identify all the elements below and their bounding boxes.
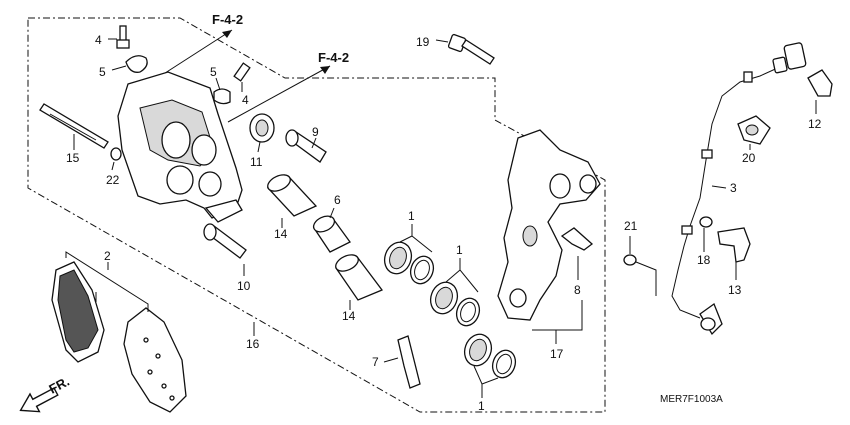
bleeder-cap-right bbox=[213, 77, 231, 105]
callout-19: 19 bbox=[416, 35, 430, 49]
callout-9: 9 bbox=[312, 125, 319, 139]
bolt-18 bbox=[699, 216, 713, 252]
callout-1-a: 1 bbox=[408, 209, 415, 223]
callout-14-upper: 14 bbox=[274, 227, 288, 241]
bleeder-valve-right bbox=[233, 62, 251, 92]
pad-spring-7 bbox=[383, 335, 421, 389]
pad-spring-8 bbox=[560, 227, 594, 280]
piston-14-upper bbox=[266, 174, 318, 228]
callout-10: 10 bbox=[237, 279, 251, 293]
piston-6 bbox=[312, 207, 351, 253]
slide-pin-15 bbox=[39, 103, 109, 150]
figure-code: MER7F1003A bbox=[660, 394, 723, 405]
callout-21: 21 bbox=[624, 219, 638, 233]
piston-seals-set-a bbox=[383, 224, 435, 285]
callout-12: 12 bbox=[808, 117, 822, 131]
sensor-clamp-12 bbox=[807, 69, 833, 114]
pin-10 bbox=[203, 223, 247, 276]
boot-11 bbox=[249, 113, 275, 153]
brake-pad-rear bbox=[123, 307, 187, 413]
callout-3: 3 bbox=[730, 181, 737, 195]
pin-9 bbox=[285, 129, 327, 163]
callout-22: 22 bbox=[106, 173, 120, 187]
bleeder-valve-upper bbox=[108, 25, 130, 49]
mounting-bolt-19 bbox=[435, 33, 495, 65]
pad-callout-line bbox=[65, 251, 149, 312]
callout-4-right: 4 bbox=[242, 93, 249, 107]
callout-5-right: 5 bbox=[210, 65, 217, 79]
washer-22 bbox=[110, 147, 122, 171]
bleeder-cap-upper bbox=[111, 55, 148, 73]
sensor-guide-20 bbox=[737, 115, 771, 150]
callout-14-lower: 14 bbox=[342, 309, 356, 323]
piston-seals-set-b bbox=[429, 258, 481, 327]
callout-11: 11 bbox=[250, 155, 263, 169]
callout-5-upper: 5 bbox=[99, 65, 106, 79]
callout-18: 18 bbox=[697, 253, 711, 267]
bolt-21 bbox=[623, 236, 657, 296]
brake-pad-front bbox=[51, 261, 105, 363]
callout-6: 6 bbox=[334, 193, 341, 207]
callout-15: 15 bbox=[66, 151, 80, 165]
callout-20: 20 bbox=[742, 151, 756, 165]
callout-1-c: 1 bbox=[478, 399, 485, 413]
callout-1-b: 1 bbox=[456, 243, 463, 257]
callout-7: 7 bbox=[372, 355, 379, 369]
callout-16: 16 bbox=[246, 337, 260, 351]
callout-13: 13 bbox=[728, 283, 742, 297]
piston-14-lower bbox=[335, 254, 384, 310]
piston-seals-set-c bbox=[463, 333, 517, 398]
callout-2: 2 bbox=[104, 249, 111, 263]
caliper-body bbox=[117, 71, 243, 223]
reference-arrow-b bbox=[227, 65, 331, 123]
reference-label-f42-b: F-4-2 bbox=[318, 50, 349, 65]
front-direction-arrow bbox=[19, 387, 59, 413]
sensor-bracket-13 bbox=[717, 227, 751, 280]
wheel-speed-sensor-cable-3 bbox=[671, 42, 807, 336]
callout-8: 8 bbox=[574, 283, 581, 297]
callout-4-upper: 4 bbox=[95, 33, 102, 47]
callout-17: 17 bbox=[550, 347, 564, 361]
caliper-bracket-17 bbox=[497, 129, 601, 344]
reference-label-f42-a: F-4-2 bbox=[212, 12, 243, 27]
